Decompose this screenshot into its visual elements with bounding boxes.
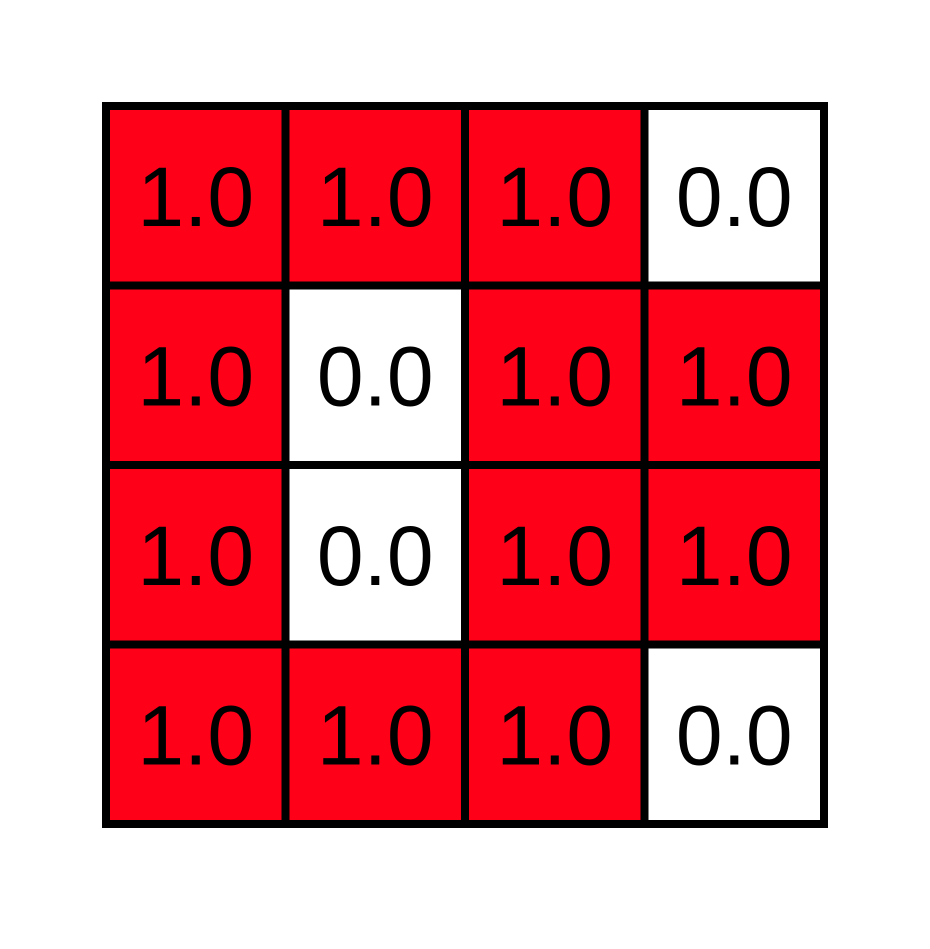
heatmap-cell-label-r1-c1: 1.0 — [137, 150, 254, 244]
heatmap-cell-label-r3-c4: 1.0 — [676, 509, 793, 603]
heatmap-cell-label-r4-c3: 1.0 — [496, 688, 613, 782]
heatmap-cell-label-r4-c2: 1.0 — [317, 688, 434, 782]
heatmap-cell-label-r3-c2: 0.0 — [317, 509, 434, 603]
heatmap-cell-r3-c2 — [281, 461, 469, 649]
heatmap-cell-label-r1-c2: 1.0 — [317, 150, 434, 244]
heatmap-cell-label-r1-c3: 1.0 — [496, 150, 613, 244]
heatmap-outer-border — [102, 102, 828, 828]
heatmap-cells: 1.0 1.0 1.0 0.0 1.0 0.0 1.0 1.0 1.0 0.0 1.0 1.0 1.0 1… — [102, 102, 828, 828]
heatmap-cell-label-r2-c2: 0.0 — [317, 329, 434, 423]
heatmap-cell-label-r1-c4: 0.0 — [676, 150, 793, 244]
heatmap-cell-label-r4-c4: 0.0 — [676, 688, 793, 782]
heatmap-cell-label-r2-c1: 1.0 — [137, 329, 254, 423]
heatmap-cell-label-r2-c4: 1.0 — [676, 329, 793, 423]
heatmap-cell-label-r4-c1: 1.0 — [137, 688, 254, 782]
heatmap-cell-label-r3-c1: 1.0 — [137, 509, 254, 603]
heatmap-cell-r3-c4 — [640, 461, 828, 649]
heatmap-cell-label-r3-c3: 1.0 — [496, 509, 613, 603]
heatmap-cell-r4-c4 — [640, 640, 828, 828]
heatmap-cell-label-r2-c3: 1.0 — [496, 329, 613, 423]
heatmap-cell-r2-c4 — [640, 281, 828, 469]
heatmap-cell-r4-c2 — [281, 640, 469, 828]
